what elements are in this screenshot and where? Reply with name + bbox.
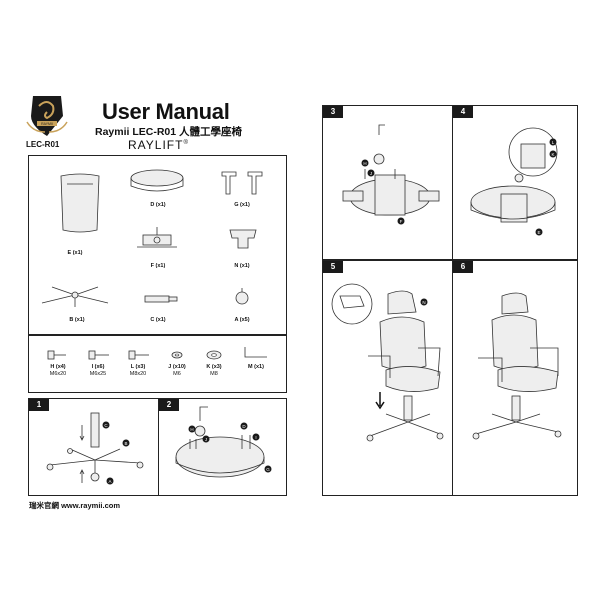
part-f-mechanism-illustration xyxy=(137,227,177,248)
screw-l-icon xyxy=(128,350,149,360)
part-b-base-illustration xyxy=(41,286,109,307)
part-n-bracket-illustration xyxy=(229,229,257,249)
step-number: 1 xyxy=(29,399,49,411)
svg-text:E: E xyxy=(537,230,540,235)
step-number: 3 xyxy=(323,106,343,118)
step-4-panel: 4 xyxy=(452,105,578,260)
hardware-item-j: J (x10)M6 xyxy=(168,364,186,377)
part-label: N (x1) xyxy=(234,263,250,269)
part-e-backrest-illustration xyxy=(60,173,100,233)
hardware-item-l: L (x3)M8x20 xyxy=(129,364,147,377)
hardware-box xyxy=(28,335,287,393)
svg-text:C: C xyxy=(104,423,108,428)
shield-logo-icon: RAYMII xyxy=(26,96,68,136)
svg-text:B: B xyxy=(124,441,127,446)
washer-j-icon xyxy=(171,351,183,359)
part-label: F (x1) xyxy=(150,263,166,269)
step-2-illustration: H J D I G xyxy=(175,406,272,478)
hardware-item-k: K (x3)M8 xyxy=(206,364,222,377)
step-1-illustration: C B A xyxy=(46,412,144,485)
brand-text: RAYLIFT xyxy=(128,138,184,152)
brand-mark: ® xyxy=(183,140,189,146)
step-2-panel: 2 xyxy=(158,398,287,496)
part-label: E (x1) xyxy=(67,250,83,256)
part-label: B (x1) xyxy=(69,317,85,323)
svg-text:L: L xyxy=(552,140,555,145)
svg-text:J: J xyxy=(205,437,207,442)
page-subtitle: Raymii LEC-R01 人體工學座椅 xyxy=(95,126,243,138)
screw-i-icon xyxy=(88,350,109,360)
hardware-item-m: M (x1) xyxy=(248,364,264,370)
hex-key-m-icon xyxy=(244,347,267,358)
svg-text:I: I xyxy=(255,435,256,440)
footer-website: 瑞米官網 www.raymii.com xyxy=(29,501,120,510)
svg-text:D: D xyxy=(242,424,246,429)
washer-k-icon xyxy=(206,350,222,360)
brand-name: RAYLIFT® xyxy=(128,138,189,152)
step-4-illustration: L K E xyxy=(470,127,558,236)
part-label: A (x5) xyxy=(234,317,250,323)
part-label: C (x1) xyxy=(150,317,166,323)
svg-text:H: H xyxy=(190,427,193,432)
svg-text:G: G xyxy=(266,467,270,472)
step-6-panel: 6 xyxy=(452,260,578,496)
svg-text:H: H xyxy=(363,161,366,166)
step-number: 5 xyxy=(323,261,343,273)
part-label: D (x1) xyxy=(150,202,166,208)
svg-text:F: F xyxy=(400,219,403,224)
hardware-item-i: I (x6)M6x25 xyxy=(89,364,107,377)
step-number: 6 xyxy=(453,261,473,273)
part-d-seat-illustration xyxy=(130,169,184,192)
step-6-illustration xyxy=(472,292,562,440)
logo-text: RAYMII xyxy=(41,122,53,126)
part-g-armrests-illustration xyxy=(221,171,263,195)
parts-box xyxy=(28,155,287,335)
svg-text:K: K xyxy=(551,152,554,157)
page-title: User Manual xyxy=(102,99,230,124)
step-3-illustration: H J F xyxy=(342,124,440,225)
part-label: G (x1) xyxy=(234,202,250,208)
step-5-illustration: N xyxy=(331,283,444,442)
brand-logo: RAYMII xyxy=(25,92,69,136)
part-c-gas-lift-illustration xyxy=(144,295,178,303)
svg-text:J: J xyxy=(370,171,372,176)
step-number: 4 xyxy=(453,106,473,118)
svg-text:N: N xyxy=(422,300,425,305)
hardware-item-h: H (x4)M6x20 xyxy=(49,364,67,377)
part-a-caster-illustration xyxy=(235,288,249,305)
step-number: 2 xyxy=(159,399,179,411)
model-code: LEC-R01 xyxy=(26,140,60,149)
svg-text:A: A xyxy=(108,479,111,484)
screw-h-icon xyxy=(47,350,66,360)
